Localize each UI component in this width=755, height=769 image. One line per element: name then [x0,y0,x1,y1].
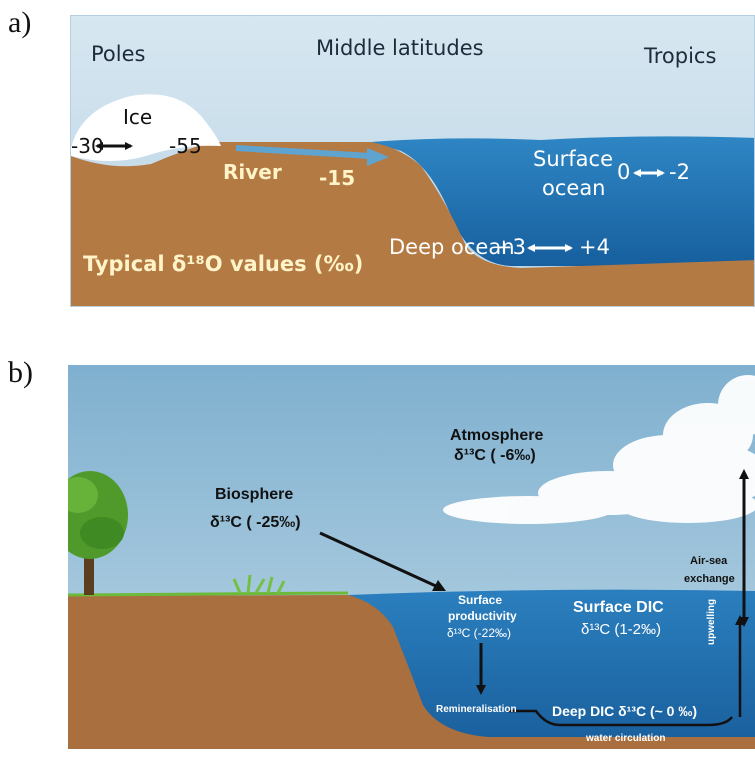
surface-productivity-line2: productivity [448,609,517,623]
river-arrowhead [367,148,389,166]
surface-ocean-line1: Surface [533,147,614,171]
ocean-a [371,136,754,266]
upwelling-label: upwelling [706,598,717,645]
middle-latitudes-label: Middle latitudes [316,36,484,60]
remineralisation-label: Remineralisation [436,704,517,715]
atmosphere-value: δ¹³C ( -6‰) [454,447,536,464]
panel-a-oxygen-isotope-diagram: Poles Middle latitudes Tropics Ice -30 -… [70,15,755,307]
land-a [71,142,754,306]
panel-b-label: b) [8,356,33,389]
air-sea-exchange-line2: exchange [684,573,735,585]
water-circulation-label: water circulation [586,733,666,744]
tree-icon [68,471,128,595]
panel-b-carbon-isotope-diagram: Atmosphere δ¹³C ( -6‰) Biosphere δ¹³C ( … [68,365,755,749]
panel-a-scene [71,16,754,306]
land-b [68,595,755,749]
biosphere-to-ocean-arrow [319,531,439,589]
deep-dic-label: Deep DIC δ¹³C (~ 0 ‰) [552,703,698,719]
ice-cap [71,94,221,161]
surface-productivity-value: δ¹³C (-22‰) [447,626,512,640]
water-circulation-arrow [508,709,733,727]
atmosphere-label: Atmosphere [450,427,544,444]
ice-value-low: -30 [71,134,104,158]
surface-dic-value: δ¹³C (1-2‰) [581,621,662,638]
biosphere-value: δ¹³C ( -25‰) [210,514,301,531]
tropics-label: Tropics [644,44,717,68]
surface-dic-label: Surface DIC [573,599,664,616]
grass-strip [68,591,349,597]
river-value: -15 [319,166,356,190]
typical-values-label: Typical δ¹⁸O values (‰) [83,252,364,276]
river-channel [235,145,372,159]
river-label: River [223,160,282,184]
surface-value-high: -2 [669,160,690,184]
ice-value-high: -55 [169,134,202,158]
deep-ocean-label: Deep ocean [389,235,515,259]
surface-value-low: 0 [617,160,631,184]
surface-ocean-line2: ocean [542,176,606,200]
air-sea-exchange-line1: Air-sea [690,555,728,567]
grass-tufts [232,574,286,594]
biosphere-label: Biosphere [215,486,294,503]
ice-label: Ice [123,105,153,129]
clouds [443,375,755,524]
deep-value-high: +4 [579,235,610,259]
deep-value-low: +3 [495,235,526,259]
poles-label: Poles [91,42,146,66]
panel-a-label: a) [8,6,32,39]
ocean-b [348,589,755,749]
panel-b-scene [68,365,755,749]
surface-productivity-line1: Surface [458,593,503,607]
